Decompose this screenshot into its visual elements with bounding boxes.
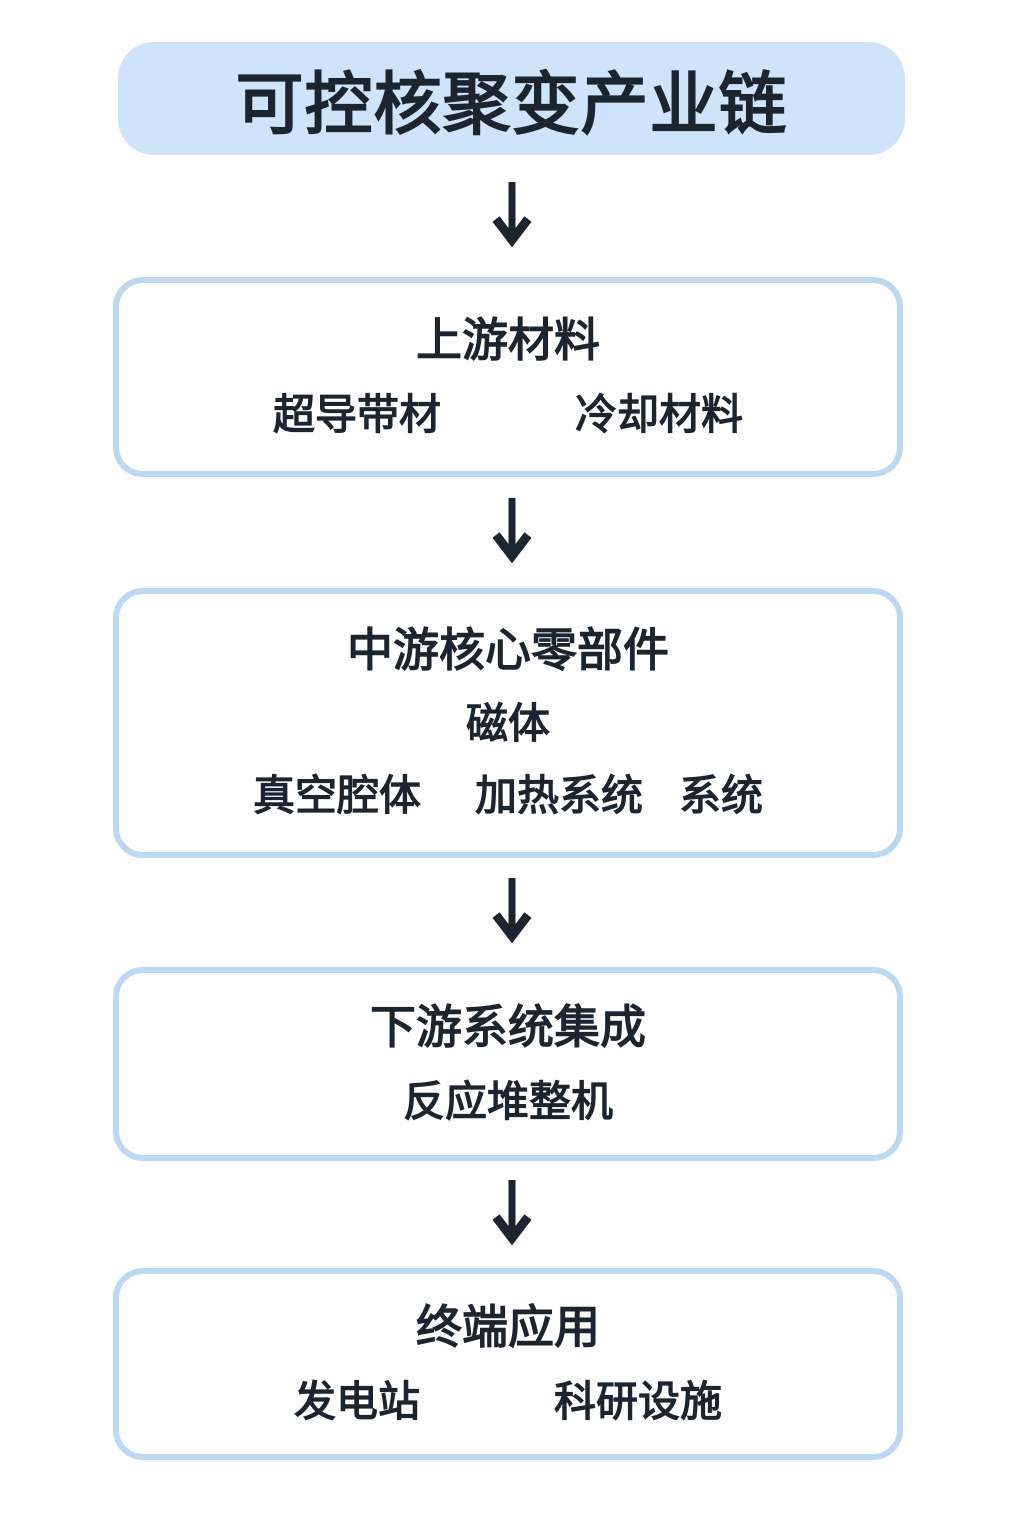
flow-arrow-4 bbox=[0, 1178, 1024, 1246]
stage-item: 系统 bbox=[679, 772, 764, 820]
stage-items-row: 真空腔体 加热系统 系统 bbox=[253, 772, 763, 820]
stage-header: 下游系统集成 bbox=[370, 1000, 646, 1053]
stage-items-row: 反应堆整机 bbox=[403, 1078, 613, 1126]
stage-item: 科研设施 bbox=[554, 1378, 723, 1426]
stage-item: 加热系统 bbox=[474, 772, 643, 820]
stage-header: 中游核心零部件 bbox=[347, 624, 669, 677]
down-arrow-icon bbox=[492, 498, 532, 564]
diagram-title: 可控核聚变产业链 bbox=[118, 42, 905, 155]
stage-item: 真空腔体 bbox=[252, 772, 421, 820]
stage-item: 发电站 bbox=[293, 1378, 420, 1426]
flow-arrow-2 bbox=[0, 496, 1024, 564]
stage-box-downstream-system-integration: 下游系统集成 反应堆整机 bbox=[113, 967, 903, 1161]
stage-item: 磁体 bbox=[465, 700, 550, 747]
stage-items-row: 发电站 科研设施 bbox=[294, 1378, 722, 1426]
down-arrow-icon bbox=[492, 1180, 532, 1246]
stage-header: 上游材料 bbox=[416, 313, 600, 366]
down-arrow-icon bbox=[492, 878, 532, 944]
stage-box-terminal-applications: 终端应用 发电站 科研设施 bbox=[113, 1268, 903, 1460]
stage-item: 冷却材料 bbox=[575, 391, 744, 439]
flow-arrow-1 bbox=[0, 180, 1024, 248]
stage-header: 终端应用 bbox=[416, 1300, 600, 1353]
stage-items-row: 超导带材 冷却材料 bbox=[273, 391, 743, 439]
down-arrow-icon bbox=[492, 182, 532, 248]
stage-box-midstream-core-components: 中游核心零部件 磁体 真空腔体 加热系统 系统 bbox=[113, 588, 903, 858]
stage-box-upstream-materials: 上游材料 超导带材 冷却材料 bbox=[113, 277, 903, 477]
flow-arrow-3 bbox=[0, 876, 1024, 944]
stage-items-row: 磁体 bbox=[466, 700, 550, 748]
stage-item: 反应堆整机 bbox=[402, 1078, 613, 1126]
stage-item: 超导带材 bbox=[272, 391, 441, 439]
